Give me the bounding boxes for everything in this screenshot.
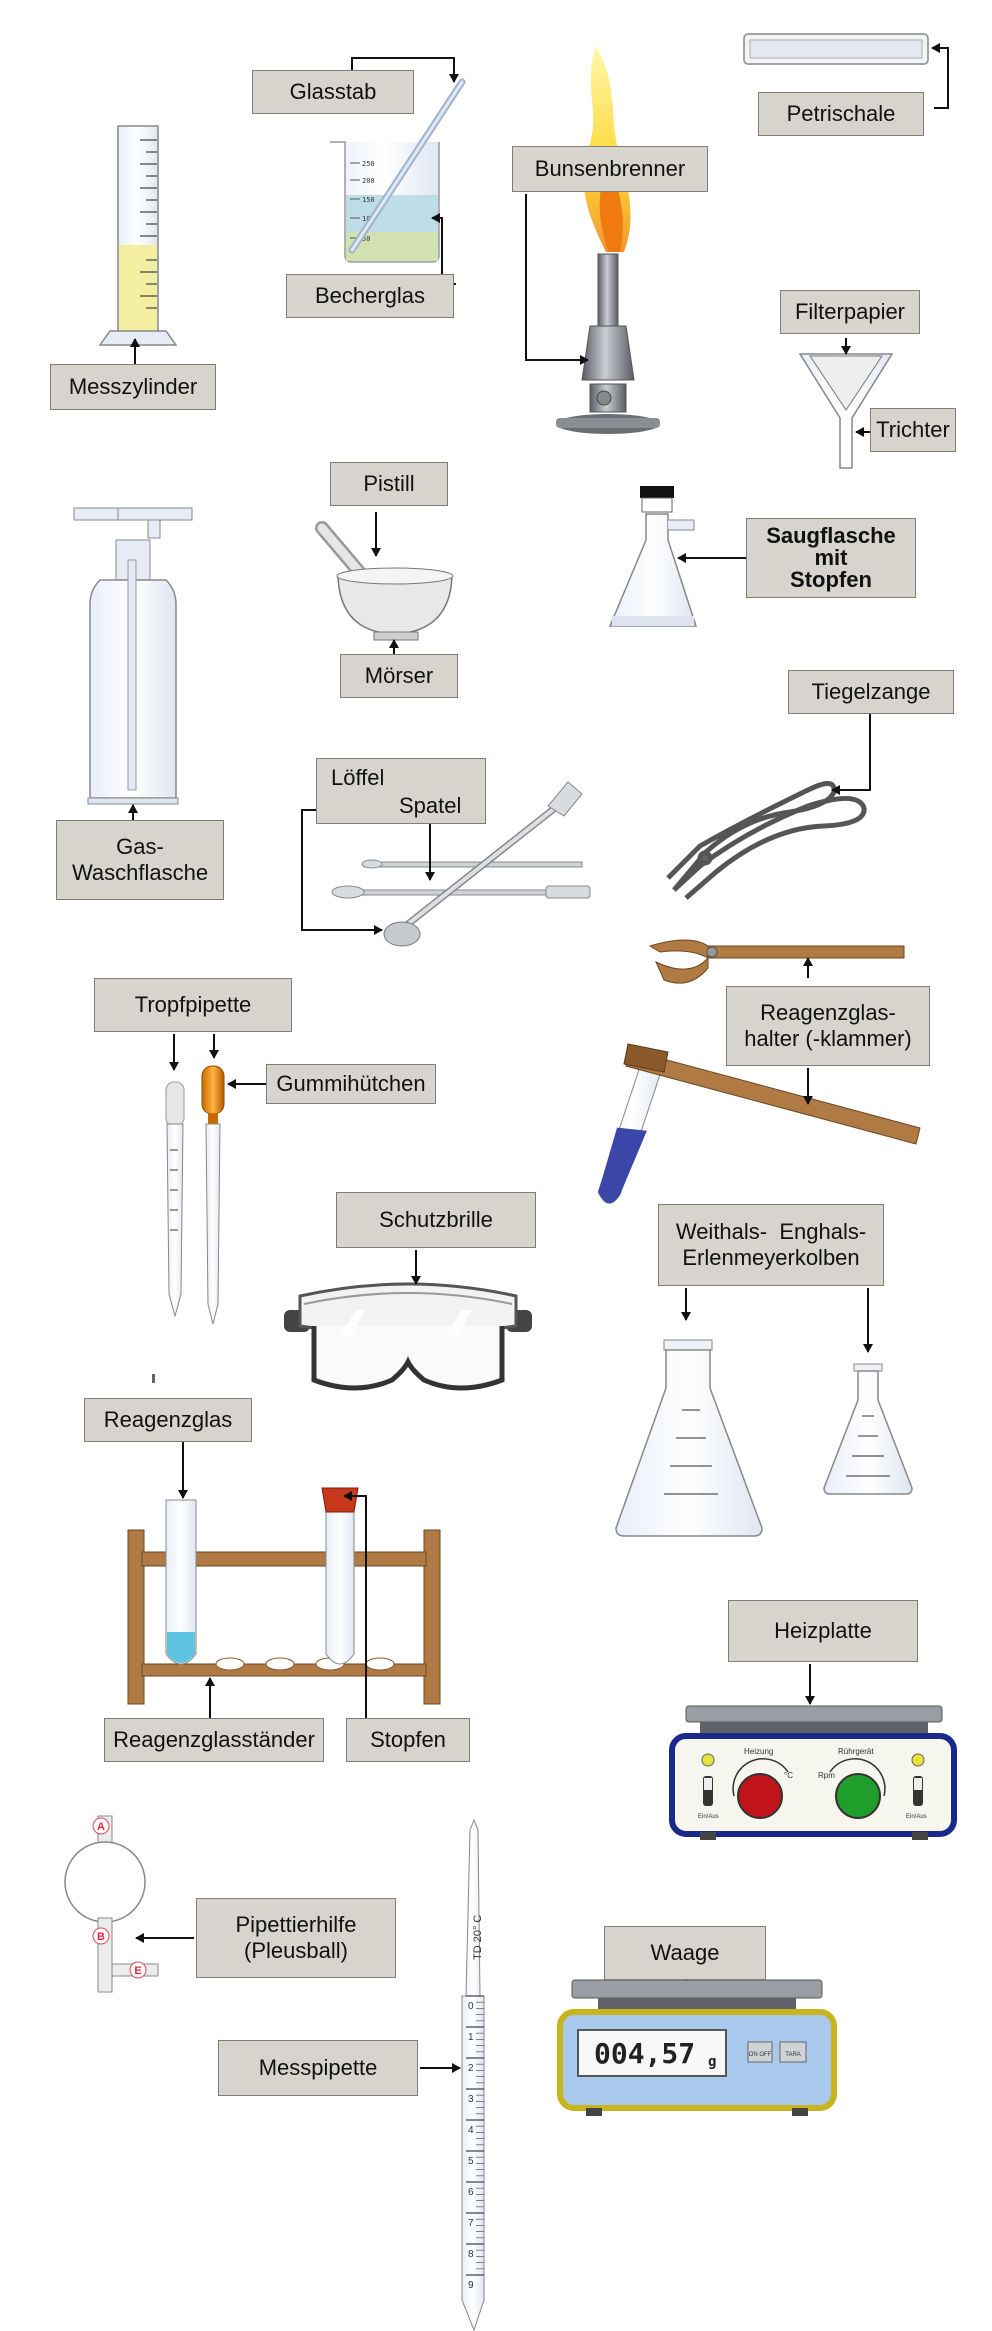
pipette-tick-label: 9: [468, 2280, 474, 2291]
label-tropfpipette: Tropfpipette: [94, 978, 292, 1032]
hotplate-celsius-text: °C: [784, 1771, 793, 1780]
label-gaswaschflasche: Gas-Waschflasche: [56, 820, 224, 900]
label-loeffel: Löffel: [331, 765, 385, 790]
label-messpipette: Messpipette: [218, 2040, 418, 2096]
scale-display-value: 004,57: [594, 2037, 695, 2070]
label-tiegelzange: Tiegelzange: [788, 670, 954, 714]
label-reagenzglasstaender: Reagenzglasständer: [104, 1718, 324, 1762]
label-messzylinder: Messzylinder: [50, 364, 216, 410]
suction-flask: [608, 486, 698, 627]
erlenmeyer-flask-narrow: [823, 1363, 913, 1495]
hotplate-einaus-left: Ein/Aus: [698, 1814, 719, 1820]
pipette-tick-label: 5: [468, 2156, 474, 2167]
label-schutzbrille: Schutzbrille: [336, 1192, 536, 1248]
test-tube-rack: [127, 1487, 441, 1705]
pleusball-e: E: [134, 1965, 141, 1977]
scale-tara-button-text: TARA: [785, 2052, 801, 2058]
beaker-tick-200: 200: [362, 177, 375, 185]
safety-goggles: [284, 1282, 532, 1391]
dropper-pipettes: [165, 1065, 225, 1325]
spoon-and-spatulas: [331, 781, 591, 947]
label-reagenzglas: Reagenzglas: [84, 1398, 252, 1442]
label-spatel: Spatel: [399, 793, 462, 818]
label-filterpapier: Filterpapier: [780, 290, 920, 334]
label-glasstab: Glasstab: [252, 70, 414, 114]
pipette-bulb: A B E: [64, 1815, 159, 1993]
label-heizplatte: Heizplatte: [728, 1600, 918, 1662]
pleusball-b: B: [97, 1931, 105, 1943]
label-pistill: Pistill: [330, 462, 448, 506]
erlenmeyer-flask-wide: [615, 1339, 763, 1537]
mortar-and-pestle: [315, 521, 454, 641]
label-erlenmeyer: Weithals- Enghals-Erlenmeyerkolben: [658, 1204, 884, 1286]
label-moerser: Mörser: [340, 654, 458, 698]
test-tube-in-holder: [597, 1043, 921, 1204]
label-loeffel-spatel: Löffel Spatel: [316, 758, 486, 824]
crucible-tongs: [666, 781, 867, 900]
arrow-stopfen: [343, 1491, 367, 1718]
balance-scale: 004,57 g ON OFF TARA: [557, 1979, 837, 2116]
test-tube-holder: [648, 939, 905, 984]
label-pipettierhilfe: Pipettierhilfe(Pleusball): [196, 1898, 396, 1978]
pleusball-a: A: [97, 1821, 105, 1833]
funnel: [798, 353, 894, 469]
pipette-tick-label: 7: [468, 2218, 474, 2229]
pipette-tick-label: 0: [468, 2001, 474, 2012]
scale-onoff-button-text: ON OFF: [749, 2052, 772, 2058]
petri-dish: [743, 33, 929, 65]
scale-display-unit: g: [708, 2054, 716, 2070]
pipette-tick-label: 3: [468, 2094, 474, 2105]
label-stopfen: Stopfen: [346, 1718, 470, 1762]
hotplate-ruehrgeraet-text: Rührgerät: [838, 1747, 874, 1756]
hot-plate: Heizung Rührgerät °C Rpm Ein/Aus Ein/Aus: [669, 1705, 957, 1840]
beaker-tick-50: 50: [362, 235, 370, 243]
bunsen-burner: [556, 46, 660, 434]
pipette-tick-label: 2: [468, 2063, 474, 2074]
gas-washing-bottle: [73, 507, 193, 805]
pipette-tick-label: 8: [468, 2249, 474, 2260]
label-bunsenbrenner: Bunsenbrenner: [512, 146, 708, 192]
hotplate-rpm-text: Rpm: [818, 1771, 835, 1780]
pipette-tick-label: 4: [468, 2125, 474, 2136]
arrow-loeffel: [301, 809, 383, 935]
hotplate-einaus-right: Ein/Aus: [906, 1814, 927, 1820]
hotplate-heizung-text: Heizung: [744, 1747, 773, 1756]
beaker-tick-250: 250: [362, 160, 375, 168]
pipette-td-mark: TD 20° C: [472, 1915, 484, 1960]
label-reagenzglashalter: Reagenzglas-halter (-klammer): [726, 986, 930, 1066]
arrow-bunsenbrenner: [525, 194, 589, 365]
pipette-tick-label: 6: [468, 2187, 474, 2198]
label-petrischale: Petrischale: [758, 92, 924, 136]
graduated-pipette: TD 20° C 0 1 2 3 4 5 6 7 8 9: [461, 1818, 485, 2331]
label-trichter: Trichter: [870, 408, 956, 452]
arrow-tiegelzange: [831, 712, 871, 795]
beaker-tick-150: 150: [362, 196, 375, 204]
label-becherglas: Becherglas: [286, 274, 454, 318]
graduated-cylinder: [98, 125, 178, 346]
pipette-tick-label: 1: [468, 2032, 474, 2043]
arrow-petrischale: [931, 43, 949, 109]
label-gummihuetchen: Gummihütchen: [266, 1064, 436, 1104]
label-waage: Waage: [604, 1926, 766, 1980]
tick-mark: [152, 1374, 155, 1383]
